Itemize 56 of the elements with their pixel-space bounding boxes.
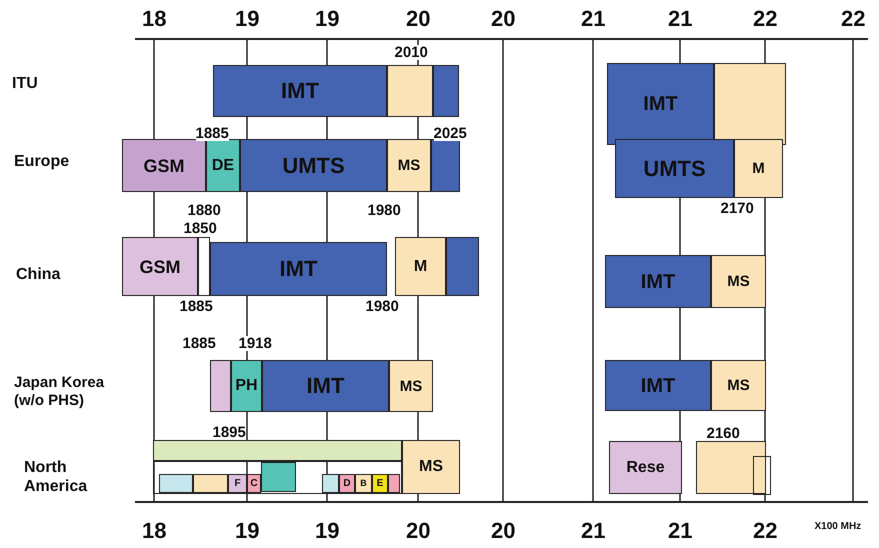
frequency-band — [193, 474, 228, 493]
frequency-band — [753, 456, 771, 495]
frequency-value: 1895 — [212, 425, 246, 440]
frequency-band: IMT — [605, 360, 711, 411]
frequency-value: 1885 — [196, 126, 229, 141]
frequency-value: 1885 — [182, 336, 216, 351]
frequency-band — [714, 63, 786, 145]
frequency-band — [261, 462, 296, 492]
frequency-band — [153, 440, 402, 461]
frequency-band: M — [395, 237, 446, 296]
frequency-band: B — [355, 474, 372, 493]
frequency-band: E — [372, 474, 388, 493]
frequency-value: 2160 — [706, 426, 740, 441]
frequency-value: 2170 — [720, 201, 754, 216]
frequency-value: 1980 — [366, 299, 399, 314]
frequency-value: 2010 — [394, 45, 428, 60]
frequency-band: DE — [206, 139, 240, 192]
frequency-band: IMT — [605, 255, 711, 308]
frequency-band — [388, 474, 400, 493]
frequency-band: PH — [231, 360, 262, 412]
frequency-band: GSM — [122, 139, 206, 192]
region-label: Japan Korea (w/o PHS) — [14, 374, 106, 410]
frequency-band: MS — [711, 360, 766, 411]
unit-label: X100 MHz — [814, 522, 862, 532]
region-label: Europe — [14, 154, 70, 170]
frequency-band — [198, 237, 210, 296]
frequency-band: GSM — [122, 237, 198, 296]
frequency-band: C — [247, 474, 261, 493]
frequency-band: M — [734, 139, 783, 198]
frequency-value: 1980 — [368, 203, 401, 218]
frequency-value: 1885 — [180, 299, 213, 314]
frequency-band: IMT — [210, 242, 387, 296]
frequency-value: 1850 — [184, 221, 217, 236]
frequency-band: IMT — [262, 360, 389, 412]
frequency-band: Rese — [609, 441, 682, 494]
frequency-value: 2025 — [434, 126, 467, 141]
frequency-band: MS — [387, 139, 431, 192]
frequency-band: MS — [402, 440, 460, 494]
frequency-band: UMTS — [615, 139, 734, 198]
frequency-band: IMT — [607, 63, 714, 145]
frequency-band: MS — [389, 360, 433, 412]
frequency-band: IMT — [213, 65, 387, 117]
frequency-band — [210, 360, 231, 412]
frequency-band — [433, 65, 459, 117]
frequency-band: F — [228, 474, 247, 493]
frequency-band — [153, 461, 402, 494]
frequency-band: MS — [711, 255, 766, 308]
frequency-band: D — [339, 474, 355, 493]
frequency-band — [431, 139, 460, 192]
frequency-band — [159, 474, 193, 493]
frequency-band — [446, 237, 479, 296]
frequency-value: 1918 — [238, 336, 272, 351]
frequency-band — [387, 65, 433, 117]
frequency-value: 1880 — [188, 203, 221, 218]
frequency-band: UMTS — [240, 139, 387, 192]
frequency-band — [322, 474, 339, 493]
